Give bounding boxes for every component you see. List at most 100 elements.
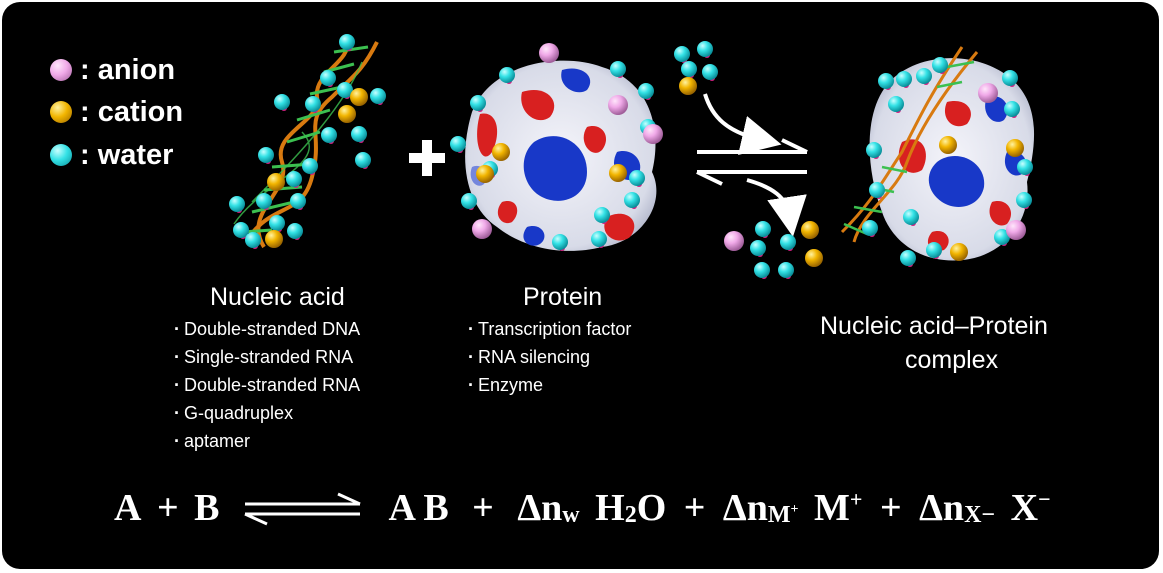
water-molecule [896,71,912,87]
water-molecule [320,70,336,86]
equilibrium-arrow [696,138,808,186]
legend-anion-label: : anion [80,53,176,86]
nucleic-acid-structure [233,39,379,249]
water-molecule [702,64,718,80]
water-molecule [370,88,386,104]
eq-sub-m: M+ [768,502,799,528]
cation-ion [805,249,823,267]
list-item: aptamer [174,427,360,455]
cation-ion [267,173,285,191]
plus-symbol-graphic [409,140,445,176]
water-molecule [258,147,274,163]
eq-sub-m-sup: + [790,502,799,517]
eq-cation-letter: M [814,487,850,529]
eq-cation: M+ [814,486,862,530]
cation-ion [609,164,627,182]
release-arrow [746,178,807,237]
eq-delta-n-w: Δnw [517,486,579,530]
water-molecule [233,222,249,238]
water-icon [50,144,72,166]
water-molecule [916,68,932,84]
water-molecule [754,262,770,278]
anion-ion [978,83,998,103]
eq-delta-n: Δn [517,487,563,529]
binding-arrow [703,93,782,156]
list-item: G-quadruplex [174,399,360,427]
cation-ion [679,77,697,95]
water-molecule [351,126,367,142]
water-molecule [245,232,261,248]
water-molecule [286,171,302,187]
list-item: Enzyme [468,371,631,399]
list-item: Transcription factor [468,315,631,343]
water-molecule [638,83,654,99]
water-molecule [780,234,796,250]
water-molecule [302,158,318,174]
protein-title: Protein [523,283,603,311]
water-molecule [932,57,948,73]
eq-water-h: H [595,487,625,529]
eq-sub-x: X− [964,502,996,528]
complex-title-line1: Nucleic acid–Protein [820,312,1048,340]
cation-ion [350,88,368,106]
water-molecule [461,193,477,209]
cation-ion [939,136,957,154]
cation-ion [950,243,968,261]
water-molecule [229,196,245,212]
equation-equilibrium-arrow [244,492,361,526]
eq-term-b: B [194,487,220,529]
anion-ion [472,219,492,239]
water-molecule [1017,159,1033,175]
nucleic-acid-list: Double-stranded DNA Single-stranded RNA … [174,315,360,455]
water-molecule [287,223,303,239]
water-molecule [610,61,626,77]
eq-delta-n: Δn [919,487,965,529]
water-molecule [629,170,645,186]
water-molecule [450,136,466,152]
water-molecule [878,73,894,89]
water-molecule [269,215,285,231]
water-molecule [290,193,306,209]
eq-sub-w: w [562,502,580,528]
anion-icon [50,59,72,81]
eq-term-ab: A B [388,487,449,529]
cation-ion [338,105,356,123]
eq-plus: + [156,487,179,529]
legend-cation-label: : cation [80,95,184,128]
water-molecule [750,240,766,256]
eq-anion-charge: − [1038,486,1051,512]
anion-ion [1006,220,1026,240]
equilibrium-equation: A + B A B + Δnw H2O + ΔnM+ M+ + ΔnX− X− [114,486,1051,530]
list-item: Single-stranded RNA [174,343,360,371]
water-molecule [470,95,486,111]
water-molecule [339,34,355,50]
list-item: Double-stranded DNA [174,315,360,343]
legend-anion: : anion [50,50,175,90]
water-molecule [674,46,690,62]
eq-anion: X− [1011,486,1051,530]
water-molecule [866,142,882,158]
cation-ion [1006,139,1024,157]
water-molecule [778,262,794,278]
water-molecule [681,61,697,77]
water-molecule [697,41,713,57]
water-molecule [869,182,885,198]
cation-ion [801,221,819,239]
anion-ion [608,95,628,115]
cation-icon [50,101,72,123]
particles-layer [229,34,1033,279]
eq-cation-charge: + [849,486,863,512]
water-molecule [305,96,321,112]
anion-ion [724,231,744,251]
water-molecule [355,152,371,168]
water-molecule [256,193,272,209]
eq-plus: + [879,487,902,529]
water-molecule [755,221,771,237]
water-molecule [1016,192,1032,208]
eq-sub-m-letter: M [767,502,791,528]
legend-cation: : cation [50,92,183,132]
nucleic-acid-title: Nucleic acid [210,283,345,311]
water-molecule [274,94,290,110]
water-molecule [337,82,353,98]
